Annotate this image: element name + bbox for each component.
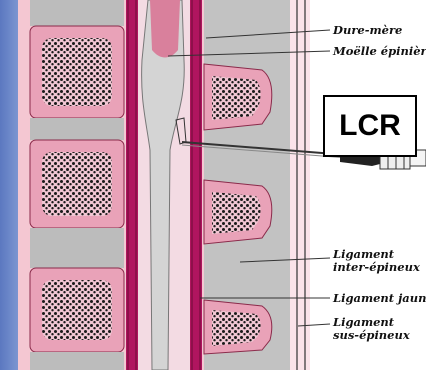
vertebral-column xyxy=(30,0,124,370)
spinous-processes xyxy=(204,0,290,370)
label-spinal-cord: Moëlle épinière xyxy=(333,45,426,58)
label-supraspinous-ligament-line2: sus-épineux xyxy=(333,329,410,342)
label-csf: LCR xyxy=(339,109,401,143)
vertebral-spongy-bone xyxy=(42,152,112,216)
vertebral-spongy-bone xyxy=(42,38,112,106)
spinous-spongy-bone xyxy=(212,192,261,234)
skin-layer xyxy=(290,0,310,370)
label-ligamentum-flavum: Ligament jaune xyxy=(333,292,426,305)
spinous-spongy-bone xyxy=(212,310,261,346)
disc xyxy=(30,228,124,268)
conus-tip xyxy=(150,0,180,58)
label-csf-box: LCR xyxy=(323,95,417,157)
label-dura-mater: Dure-mère xyxy=(333,24,402,37)
spinous-spongy-bone xyxy=(212,76,261,120)
disc xyxy=(30,0,124,26)
label-interspinous-ligament-line2: inter-épineux xyxy=(333,261,420,274)
disc xyxy=(30,352,124,370)
vertebral-spongy-bone xyxy=(42,280,112,340)
disc xyxy=(30,118,124,140)
